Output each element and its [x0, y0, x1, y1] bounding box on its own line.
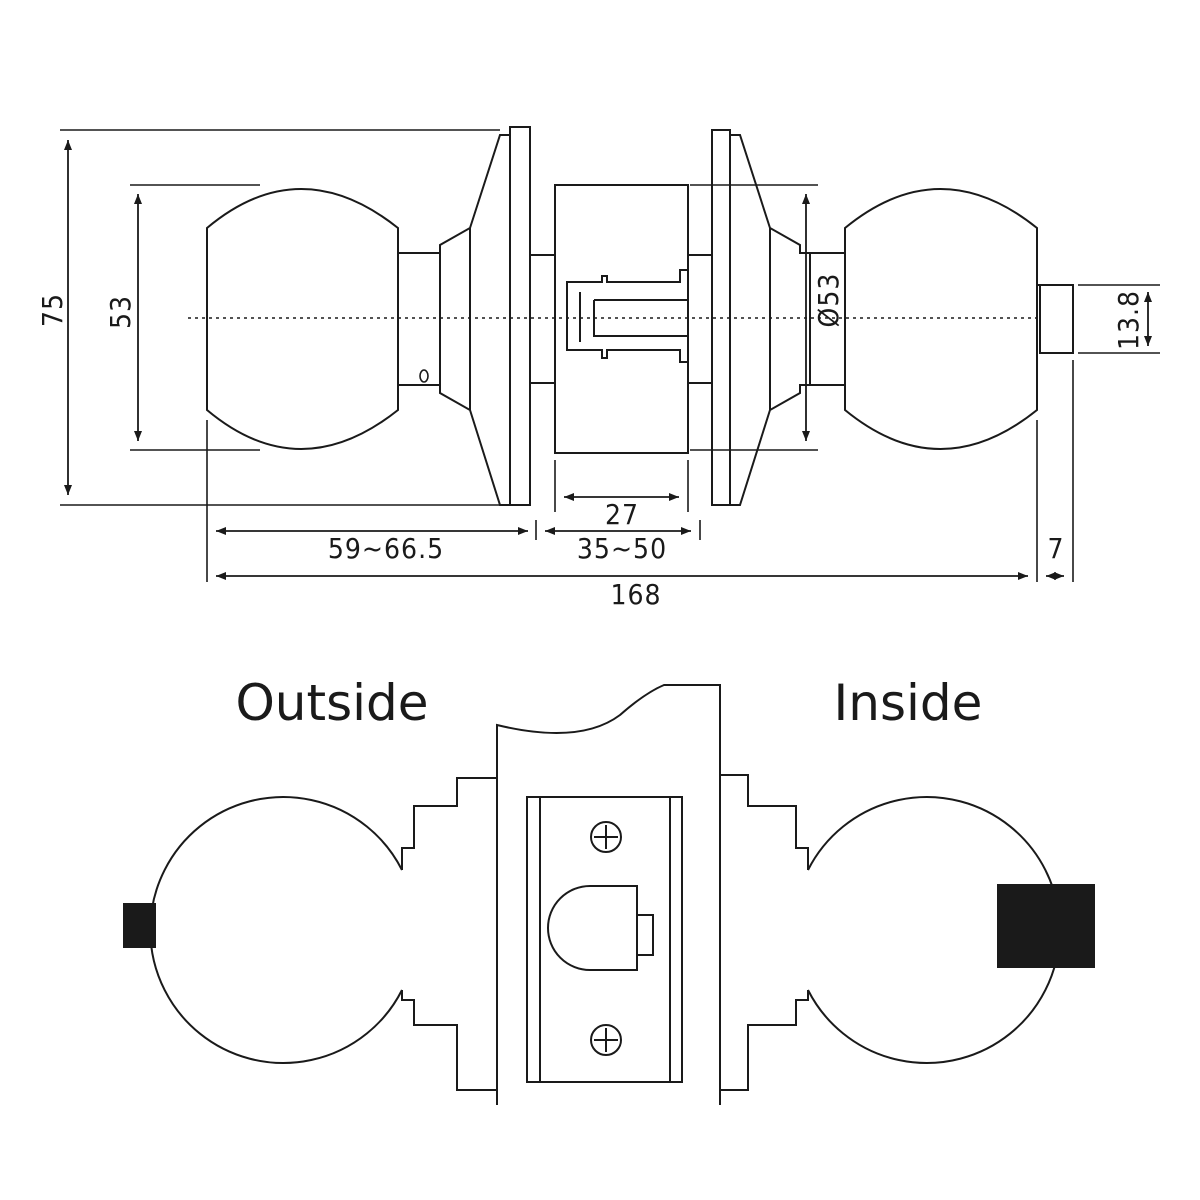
inside-knob [844, 188, 1038, 450]
dim-latch-depth: 27 [605, 498, 639, 531]
dim-knob-height: 53 [104, 295, 137, 329]
dim-overall-height: 75 [36, 293, 69, 327]
inside-label: Inside [834, 674, 983, 732]
outside-knob-plan [149, 796, 403, 1064]
spindle-tube [530, 254, 555, 384]
dim-spindle-width: 13.8 [1112, 290, 1145, 350]
dim-spindle-extension: 7 [1047, 532, 1064, 565]
outside-knob-neck [398, 252, 441, 386]
latch-trigger [636, 914, 654, 956]
extension-lines [60, 129, 1160, 582]
dim-door-thickness: 35~50 [577, 532, 667, 565]
inside-knob-neck [810, 252, 845, 386]
side-elevation-view: 75 53 Ø53 13.8 27 59~66.5 35~50 168 7 [36, 126, 1160, 611]
spindle-tube-right [688, 254, 712, 384]
outside-rose-plate [509, 126, 531, 506]
latch-bolt-slot [566, 269, 688, 363]
inside-rose-plate [711, 129, 731, 506]
top-screw-icon [590, 821, 622, 853]
latch-bolt [547, 885, 638, 971]
door-slab [496, 684, 721, 1105]
outside-knob [206, 188, 399, 450]
outside-label: Outside [235, 674, 428, 732]
dimension-lines [64, 140, 1152, 580]
top-view: Outside Inside [123, 674, 1095, 1105]
dim-overall-length: 168 [610, 578, 661, 611]
inside-turn-button [997, 884, 1095, 968]
latch-bolt-inner [579, 292, 688, 342]
outside-rose-steps [401, 777, 497, 1091]
spindle-end [1039, 284, 1074, 354]
latch-body [554, 184, 689, 454]
inside-collar [730, 134, 811, 506]
outside-collar [439, 134, 511, 506]
outside-knob-keyway [123, 903, 156, 948]
dim-rose-diameter: Ø53 [812, 273, 845, 328]
latch-faceplate-inner [539, 796, 671, 1083]
inside-rose-steps [720, 774, 809, 1091]
bottom-screw-icon [590, 1024, 622, 1056]
keyhole-mark [419, 369, 429, 383]
dim-outside-length: 59~66.5 [328, 532, 444, 565]
